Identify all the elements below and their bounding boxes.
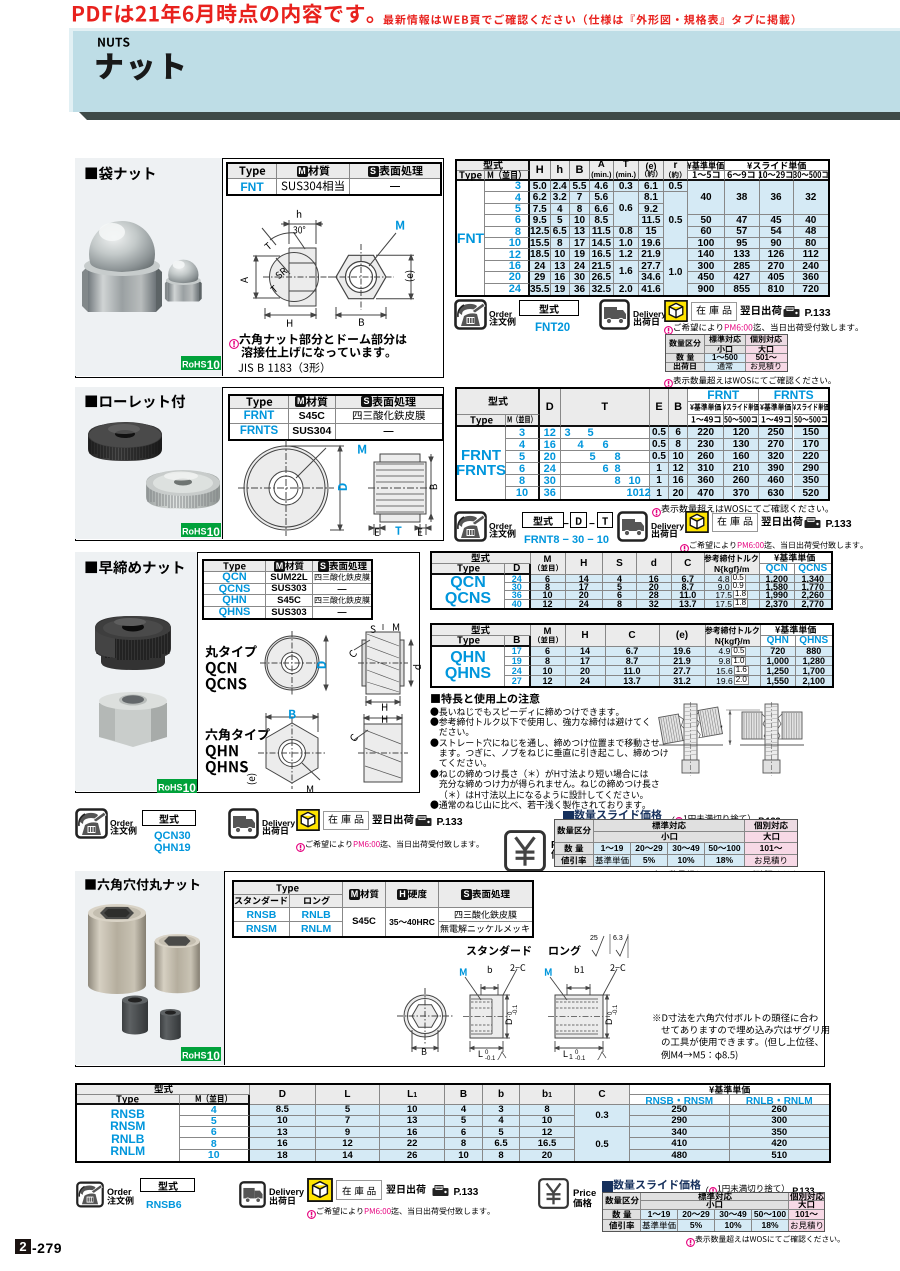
svg-text:L: L: [478, 1049, 483, 1059]
svg-text:0: 0: [608, 1011, 614, 1015]
svg-text:25: 25: [590, 935, 598, 942]
svg-text:0: 0: [508, 1011, 514, 1015]
svg-text:-0.1: -0.1: [513, 1004, 519, 1015]
svg-text:0: 0: [485, 1050, 489, 1056]
svg-text:6.3: 6.3: [613, 935, 623, 942]
svg-text:D: D: [604, 1018, 614, 1025]
svg-text:-0.1: -0.1: [613, 1004, 619, 1015]
svg-text:*: *: [720, 725, 723, 732]
svg-text:L: L: [563, 1049, 568, 1059]
svg-text:0: 0: [575, 1050, 579, 1056]
svg-text:-0.1: -0.1: [485, 1056, 496, 1060]
svg-text:D: D: [504, 1018, 514, 1025]
svg-text:1: 1: [569, 1054, 573, 1060]
svg-text:-0.1: -0.1: [575, 1056, 586, 1060]
